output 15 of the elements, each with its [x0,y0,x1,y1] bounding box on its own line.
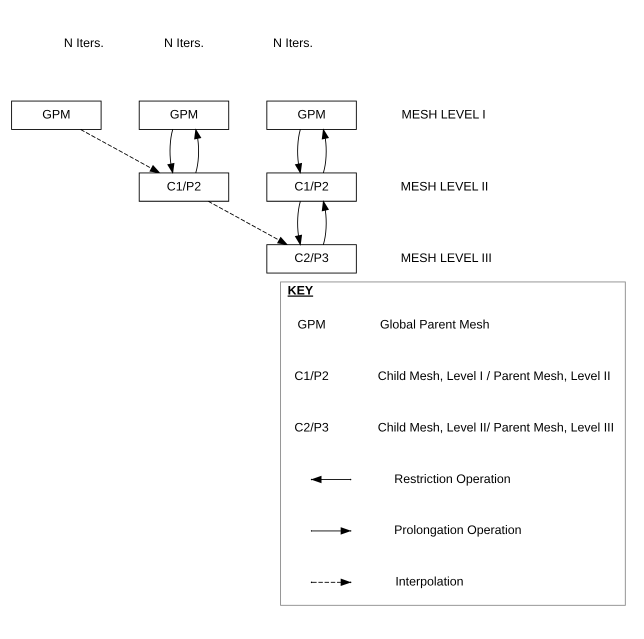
label: Child Mesh, Level I / Parent Mesh, Level II [378,368,611,382]
label: N Iters. [64,35,104,50]
label: N Iters. [164,35,204,50]
label: MESH LEVEL II [400,178,488,193]
label: C1/P2 [294,368,329,382]
label: MESH LEVEL III [400,250,492,265]
legend-label: Interpolation [395,574,464,588]
label: Global Parent Mesh [380,317,490,332]
label: C2/P3 [294,420,329,434]
legend-label: Restriction Operation [394,471,511,486]
label: Child Mesh, Level II/ Parent Mesh, Level III [378,420,614,434]
legend-label: Prolongation Operation [394,522,522,537]
label: GPM [297,317,326,332]
label: N Iters. [273,35,313,50]
label: MESH LEVEL I [402,107,486,122]
